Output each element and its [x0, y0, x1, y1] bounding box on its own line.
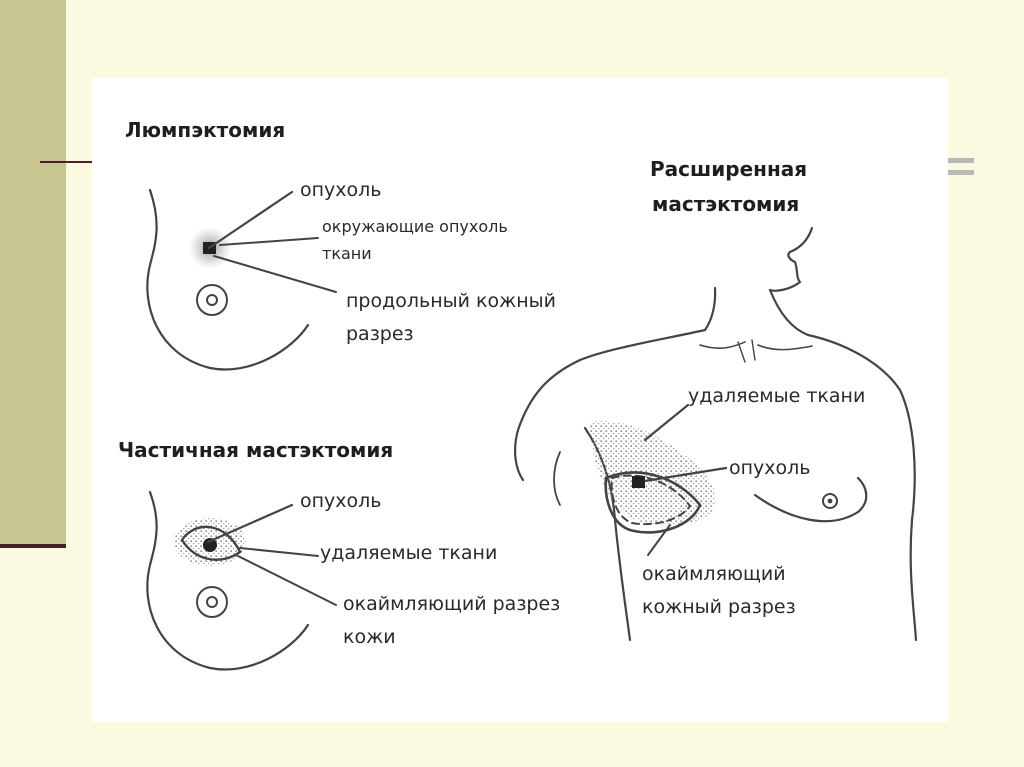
diagram-panel: [92, 78, 948, 722]
slide-top-rule: [40, 161, 100, 163]
partial-mastectomy-title: Частичная мастэктомия: [118, 438, 394, 462]
lumpectomy-incision-label-line2: разрез: [346, 323, 414, 345]
lumpectomy-incision-label-line1: продольный кожный: [346, 290, 557, 312]
lumpectomy-surrounding-label-line2: ткани: [322, 244, 372, 263]
extended-removed-label: удаляемые ткани: [688, 385, 866, 407]
extended-incision-label-line1: окаймляющий: [642, 563, 786, 585]
slide-right-rule-bottom: [948, 170, 974, 175]
partial-removed-label: удаляемые ткани: [320, 542, 498, 564]
extended-mastectomy-title-line1: Расширенная: [650, 157, 808, 181]
extended-incision-label-line2: кожный разрез: [642, 596, 796, 618]
partial-mastectomy-breast-figure: [146, 490, 337, 671]
slide-left-rule: [0, 544, 66, 548]
extended-mastectomy-title-line2: мастэктомия: [652, 192, 800, 216]
extended-tumor-label: опухоль: [729, 457, 811, 479]
partial-tumor-mark: [203, 538, 217, 552]
slide-right-rule-top: [948, 158, 974, 163]
slide-left-decor-bar: [0, 0, 66, 548]
lumpectomy-breast-figure: [146, 188, 337, 371]
lumpectomy-surrounding-label-line1: окружающие опухоль: [322, 217, 508, 236]
lumpectomy-tumor-label: опухоль: [300, 179, 382, 201]
extended-mastectomy-torso-figure: [513, 226, 918, 642]
partial-tumor-label: опухоль: [300, 490, 382, 512]
extended-tumor-mark: [632, 476, 645, 488]
partial-incision-label-line1: окаймляющий разрез: [343, 593, 561, 615]
partial-incision-label-line2: кожи: [343, 626, 396, 648]
lumpectomy-title: Люмпэктомия: [125, 118, 286, 142]
